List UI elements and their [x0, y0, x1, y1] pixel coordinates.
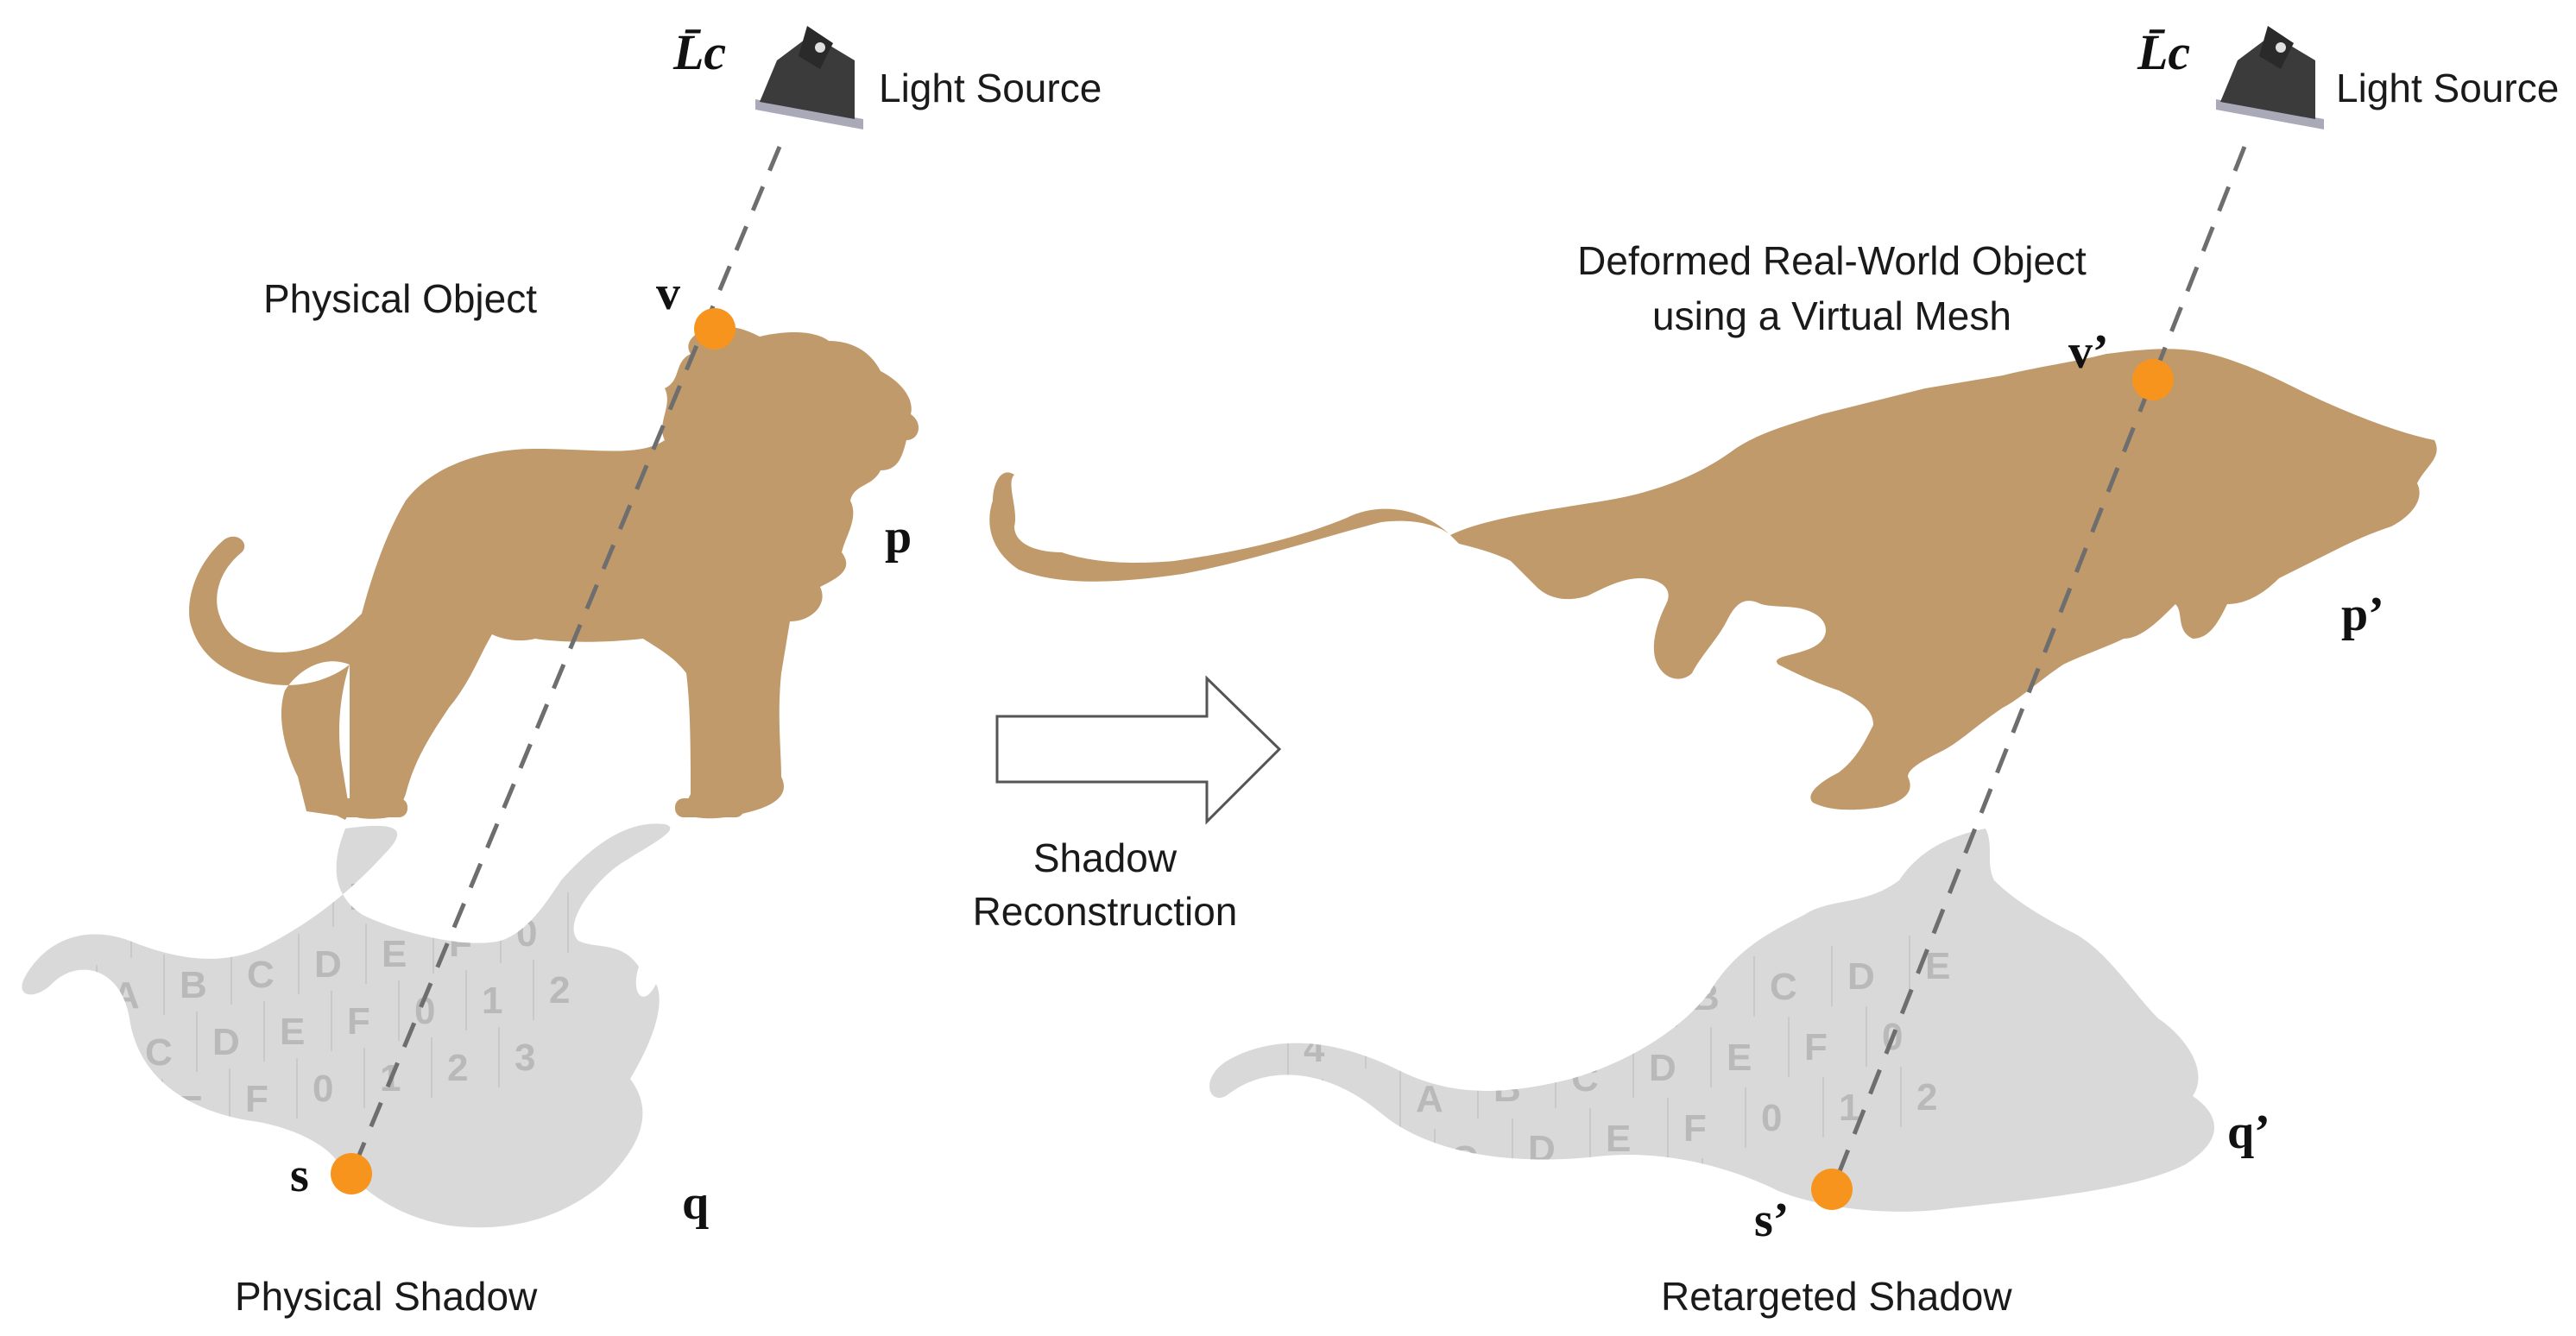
grid-letter: B: [214, 897, 242, 939]
grid-letter: A: [112, 974, 140, 1017]
physical-shadow-shape: [22, 823, 671, 1228]
grid-letter: E: [1606, 1118, 1631, 1160]
point-s-label: s: [290, 1149, 309, 1202]
grid-letter: D: [1847, 955, 1875, 998]
point-s-prime-label: s’: [1754, 1194, 1789, 1247]
deformed-object-label-line1: Deformed Real-World Object: [1577, 238, 2087, 283]
grid-letter: F: [449, 923, 472, 965]
grid-letter: F: [1683, 1107, 1707, 1150]
grid-letter: B: [78, 1042, 105, 1084]
retargeted-shadow: 4579ABCDE9ABCDEF0BCDEF012EF012: [1209, 829, 2214, 1251]
grid-letter: B: [180, 964, 207, 1006]
grid-letter: 0: [516, 912, 537, 955]
grid-letter: F: [245, 1078, 268, 1120]
arrow-label-line1: Shadow: [1033, 835, 1178, 880]
grid-letter: 0: [143, 1156, 164, 1198]
grid-letter: 2: [1916, 1076, 1937, 1119]
point-p-prime-label: p’: [2341, 588, 2384, 641]
grid-letter: C: [145, 1031, 173, 1074]
grid-letter: E: [382, 933, 407, 975]
right-panel: 4579ABCDE9ABCDEF0BCDEF012EF012 L̄c Light…: [989, 24, 2559, 1319]
physical-object-lion: [189, 326, 919, 820]
light-source-icon: [2216, 26, 2324, 129]
light-source-label: Light Source: [2336, 66, 2559, 110]
retargeted-shadow-label: Retargeted Shadow: [1661, 1274, 2012, 1319]
grid-letter: E: [416, 866, 441, 908]
grid-letter: E: [1925, 945, 1950, 987]
physical-shadow-label: Physical Shadow: [235, 1274, 538, 1319]
grid-letter: 7: [1459, 1007, 1480, 1049]
grid-letter: 2: [549, 969, 570, 1011]
grid-letter: 2: [1718, 1168, 1739, 1210]
grid-letter: A: [1416, 1078, 1443, 1120]
grid-letter: F: [347, 1000, 370, 1043]
grid-letter: A: [1614, 986, 1642, 1029]
grid-letter: C: [1450, 1138, 1478, 1181]
right-arrow-icon: [995, 675, 1282, 825]
light-source-icon: [755, 26, 863, 129]
grid-letter: C: [43, 1109, 71, 1151]
left-panel: 0BCDEFABCDEF01BCDEF012CDEF0123EF012 L̄c …: [9, 24, 1102, 1319]
grid-letter: 0: [1563, 1188, 1583, 1231]
grid-letter: 1: [1839, 1087, 1859, 1129]
grid-letter: B: [1493, 1068, 1521, 1110]
grid-letter: 4: [1304, 1028, 1325, 1070]
point-p-label: p: [885, 510, 912, 564]
grid-letter: C: [1770, 966, 1797, 1008]
reconstruction-arrow: Shadow Reconstruction: [973, 675, 1282, 934]
lion-front-foot: [675, 798, 744, 817]
grid-letter: 9: [1537, 997, 1557, 1039]
grid-letter: 0: [1761, 1097, 1782, 1139]
grid-letter: 1: [482, 980, 502, 1022]
vertex-v-label: v: [656, 267, 680, 320]
grid-letter: 1: [211, 1145, 231, 1188]
grid-letter: F: [76, 1166, 99, 1208]
grid-letter: E: [178, 1088, 203, 1131]
point-q-prime-label: q’: [2227, 1106, 2270, 1159]
grid-letter: F: [1804, 1026, 1828, 1068]
lion-back-foot: [338, 798, 407, 817]
grid-letter: D: [110, 1099, 138, 1141]
grid-letter: D: [1528, 1128, 1556, 1170]
grid-letter: 5: [1381, 1018, 1402, 1060]
vertex-v-prime-marker: [2132, 359, 2174, 400]
grid-letter: D: [1649, 1047, 1676, 1089]
grid-letter: E: [1407, 1209, 1432, 1251]
light-source-label: Light Source: [879, 66, 1102, 110]
grid-letter: E: [1727, 1037, 1752, 1079]
grid-letter: B: [1692, 976, 1720, 1018]
grid-letter: 0: [147, 907, 167, 949]
grid-letter: E: [9, 1176, 34, 1219]
grid-letter: B: [1373, 1149, 1400, 1191]
vertex-v-marker: [694, 308, 736, 350]
shadow-s-prime-marker: [1811, 1169, 1853, 1210]
grid-letter: 0: [313, 1068, 333, 1110]
grid-letter: 1: [584, 902, 604, 944]
grid-letter: D: [314, 943, 342, 986]
point-q-label: q: [682, 1176, 709, 1230]
grid-letter: 3: [515, 1037, 535, 1079]
grid-letter: C: [281, 886, 309, 929]
grid-letter: 1: [1640, 1178, 1661, 1220]
deformed-object-label-line2: using a Virtual Mesh: [1652, 293, 2011, 338]
grid-letter: F: [1485, 1199, 1508, 1241]
arrow-label-line2: Reconstruction: [973, 889, 1238, 934]
light-projection-line-retargeted: [1829, 146, 2247, 1192]
grid-letter: 9: [1338, 1088, 1359, 1131]
grid-letter: C: [1571, 1057, 1599, 1100]
light-symbol: L̄c: [672, 24, 726, 80]
deformed-object-lion: [989, 349, 2437, 810]
shadow-s-marker: [331, 1153, 372, 1194]
grid-letter: 2: [447, 1047, 468, 1089]
light-symbol: L̄c: [2137, 24, 2190, 80]
grid-letter: D: [212, 1021, 240, 1063]
grid-letter: D: [349, 876, 376, 918]
physical-object-label: Physical Object: [263, 276, 537, 321]
grid-letter: E: [280, 1011, 305, 1053]
grid-letter: F: [483, 855, 507, 898]
vertex-v-prime-label: v’: [2068, 325, 2109, 379]
grid-letter: C: [247, 954, 275, 996]
retargeted-shadow-shape: [1209, 829, 2214, 1212]
